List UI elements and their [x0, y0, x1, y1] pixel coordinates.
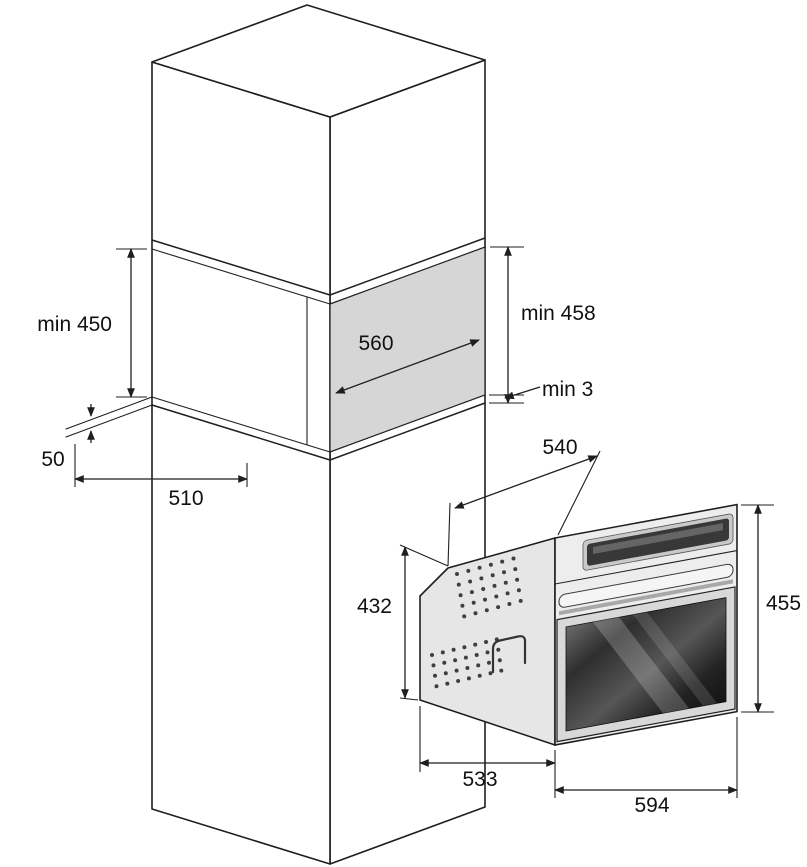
dim-510: 510 — [74, 444, 248, 510]
dim-label-594: 594 — [634, 794, 669, 817]
dim-min-458: min 458 — [489, 246, 596, 404]
oven-front-face — [554, 503, 738, 746]
dim-label-432: 432 — [357, 595, 392, 618]
dim-line — [454, 455, 598, 509]
niche-floor-front-outer — [151, 404, 331, 461]
cabinet — [151, 4, 486, 865]
dim-label-510: 510 — [168, 487, 203, 510]
dim-label-min-450: min 450 — [37, 313, 112, 336]
cabinet-top-face — [151, 4, 486, 118]
niche-floor-side — [329, 402, 486, 461]
display-highlight — [593, 523, 723, 555]
dim-50: 50 — [41, 396, 153, 471]
dim-label-533: 533 — [462, 768, 497, 791]
niche-ceiling-side — [329, 237, 486, 296]
ext-line — [447, 502, 451, 567]
niche-ceiling-front-outer — [151, 239, 331, 296]
leader-line — [504, 386, 541, 400]
dim-label-50: 50 — [41, 448, 64, 471]
cabinet-right-face — [329, 59, 486, 865]
cabinet-front-face — [151, 61, 331, 865]
control-panel-divider — [555, 550, 737, 585]
dim-label-560: 560 — [358, 332, 393, 355]
dim-min-450: min 450 — [37, 248, 147, 398]
niche-ceiling-front-inner — [151, 248, 331, 305]
glass-reflection-1 — [593, 617, 689, 714]
dim-594: 594 — [554, 717, 738, 817]
dim-label-455: 455 — [766, 592, 801, 615]
door-handle-bar — [558, 563, 734, 608]
dim-560: 560 — [335, 332, 480, 394]
dim-min-3: min 3 — [504, 378, 593, 401]
dim-label-min-458: min 458 — [521, 302, 596, 325]
ext-line — [65, 396, 153, 430]
dim-455: 455 — [741, 504, 801, 713]
dim-540: 540 — [447, 436, 601, 567]
niche-floor-front-inner — [151, 396, 331, 453]
oven — [419, 503, 738, 746]
dim-line — [335, 339, 480, 394]
glass-reflection-2 — [633, 612, 717, 706]
side-handle-cutout — [491, 635, 527, 674]
vent-holes-upper — [455, 556, 523, 619]
dim-label-min-3: min 3 — [542, 378, 593, 401]
door-glass — [565, 597, 727, 732]
vent-holes-lower — [430, 637, 504, 689]
ext-line — [557, 450, 601, 536]
ext-line — [65, 404, 153, 438]
dim-label-540: 540 — [542, 436, 577, 459]
dim-432: 432 — [357, 544, 449, 701]
handle-shadow — [559, 579, 733, 616]
